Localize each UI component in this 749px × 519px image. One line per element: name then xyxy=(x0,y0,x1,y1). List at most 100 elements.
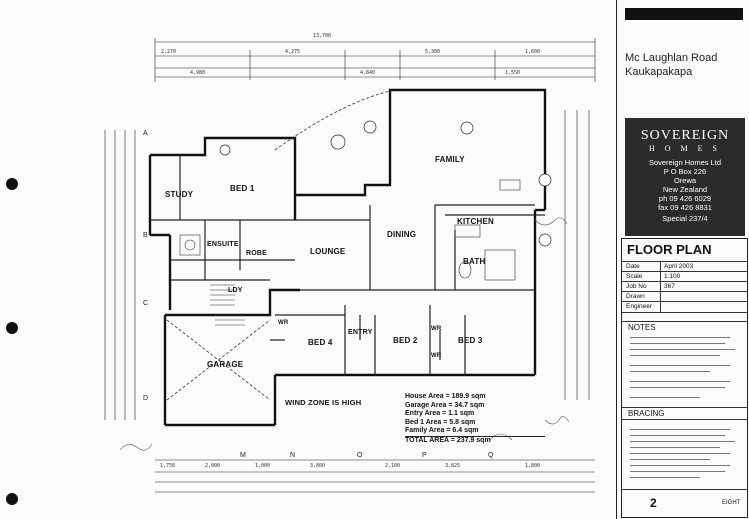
info-row: Job No 367 xyxy=(622,281,747,292)
grid-letter: B xyxy=(143,232,148,239)
logo-subtitle: H O M E S xyxy=(648,144,721,153)
room-label-bed3: BED 3 xyxy=(458,336,483,345)
area-label: House Area xyxy=(405,393,444,400)
bottom-dimension: 1,750 xyxy=(160,463,176,469)
floor-plan-lines xyxy=(104,38,596,493)
company-logo-block: SOVEREIGN H O M E S Sovereign Homes Ltd … xyxy=(625,118,745,236)
binder-hole-icon xyxy=(6,322,18,334)
info-value: 367 xyxy=(664,283,675,290)
area-label: Garage Area xyxy=(405,401,447,409)
room-label-ensuite: ENSUITE xyxy=(207,241,239,248)
area-value: 5.8 sqm xyxy=(449,418,476,426)
room-label-garage: GARAGE xyxy=(207,360,244,369)
room-label-bed1: BED 1 xyxy=(230,184,255,193)
info-key: Drawn xyxy=(626,293,645,300)
top-dimension: 2,270 xyxy=(161,49,177,55)
room-label-entry: ENTRY xyxy=(348,329,373,336)
area-value: 34.7 sqm xyxy=(454,401,485,409)
company-po-box: P O Box 226 xyxy=(663,167,707,176)
room-label-bed2: BED 2 xyxy=(393,336,418,345)
area-label: Family Area xyxy=(405,427,445,434)
info-row: Scale 1:100 xyxy=(622,271,747,282)
binder-hole-icon xyxy=(6,493,18,505)
room-label-ldy: LDY xyxy=(228,287,243,294)
company-phone: ph 09 426 6029 xyxy=(658,194,712,203)
drawing-info-panel: FLOOR PLAN Date April 2003 Scale 1:100 Job… xyxy=(621,238,748,518)
grid-letter: N xyxy=(290,452,296,459)
info-key: Engineer xyxy=(626,303,653,310)
room-label-wr: WR xyxy=(431,326,442,332)
top-dimension: 4,840 xyxy=(360,70,376,76)
bottom-dimension: 3,800 xyxy=(310,463,326,469)
room-label-family: FAMILY xyxy=(435,155,465,164)
bracing-heading: BRACING xyxy=(628,409,665,418)
area-row: Family Area = 6.4 sqm xyxy=(405,427,479,434)
area-row: House Area = 189.9 sqm xyxy=(405,393,486,400)
area-label: Entry Area xyxy=(405,410,441,417)
top-dimension: 5,300 xyxy=(425,49,441,55)
area-row: Garage Area = 34.7 sqm xyxy=(405,401,485,409)
bottom-dimension: 1,000 xyxy=(255,463,271,469)
area-value: 1.1 sqm xyxy=(448,410,475,417)
company-name: Sovereign Homes Ltd xyxy=(648,158,722,167)
binder-hole-icon xyxy=(6,178,18,190)
grid-letter: P xyxy=(422,452,427,459)
company-city: Orewa xyxy=(673,176,697,185)
room-label-dining: DINING xyxy=(387,230,417,239)
sheet-total: EIGHT xyxy=(722,500,741,506)
top-dimension: 1,600 xyxy=(525,49,541,55)
top-dimension: 4,275 xyxy=(285,49,301,55)
company-country: New Zealand xyxy=(662,185,708,194)
info-row: Date April 2003 xyxy=(622,261,747,272)
room-label-bed4: BED 4 xyxy=(308,338,333,347)
area-value: 6.4 sqm xyxy=(452,427,479,434)
top-dimension: 4,980 xyxy=(190,70,206,76)
area-value: 189.9 sqm xyxy=(451,393,486,400)
room-label-bath: BATH xyxy=(463,257,486,266)
info-value: April 2003 xyxy=(664,263,694,270)
grid-letter: A xyxy=(143,130,148,137)
title-block-header-bar xyxy=(625,8,743,20)
drawing-title: FLOOR PLAN xyxy=(627,242,712,257)
area-row: Entry Area = 1.1 sqm xyxy=(405,410,475,417)
site-address-line1: Mc Laughlan Road xyxy=(625,52,718,64)
floor-plan-drawing: STUDY BED 1 ENSUITE ROBE LDY LOUNGE DINI… xyxy=(95,20,615,510)
room-label-study: STUDY xyxy=(165,190,194,199)
room-label-kitchen: KITCHEN xyxy=(457,217,494,226)
grid-letter: M xyxy=(240,452,246,459)
info-key: Date xyxy=(626,263,640,270)
grid-letter: C xyxy=(143,300,149,307)
bottom-dimension: 2,000 xyxy=(205,463,221,469)
room-label-wr: WR xyxy=(278,320,289,326)
grid-letter: D xyxy=(143,395,149,402)
area-label: TOTAL AREA xyxy=(405,436,449,444)
area-row: TOTAL AREA = 237.9 sqm xyxy=(405,435,545,446)
overall-dimension: 13,700 xyxy=(313,33,332,39)
info-row: Drawn xyxy=(622,291,747,302)
logo-name: SOVEREIGN xyxy=(640,128,730,143)
grid-letter: Q xyxy=(488,452,494,459)
wind-zone-note: WIND ZONE IS HIGH xyxy=(285,398,362,407)
bottom-dimension: 3,825 xyxy=(445,463,461,469)
grid-letter: O xyxy=(357,452,363,459)
top-dimension: 1,550 xyxy=(505,70,521,76)
area-row: Bed 1 Area = 5.8 sqm xyxy=(405,418,476,426)
area-label: Bed 1 Area xyxy=(405,418,442,426)
room-label-robe: ROBE xyxy=(246,250,268,257)
area-schedule: House Area = 189.9 sqm Garage Area = 34.… xyxy=(405,393,545,445)
area-value: 237.9 sqm xyxy=(456,436,491,444)
title-block: Mc Laughlan Road Kaukapakapa SOVEREIGN H… xyxy=(616,0,749,519)
bottom-dimension: 2,100 xyxy=(385,463,401,469)
bottom-dimension: 1,800 xyxy=(525,463,541,469)
info-value: 1:100 xyxy=(664,273,681,280)
special-reference: Special 237/4 xyxy=(662,214,708,223)
room-label-wr: WR xyxy=(431,353,442,359)
info-key: Scale xyxy=(626,273,643,280)
room-label-lounge: LOUNGE xyxy=(310,247,346,256)
notes-heading: NOTES xyxy=(628,323,656,332)
site-address-line2: Kaukapakapa xyxy=(625,66,693,78)
info-key: Job No xyxy=(626,283,647,290)
sheet-number: 2 xyxy=(650,496,657,510)
company-fax: fax 09 426 8831 xyxy=(658,203,712,212)
